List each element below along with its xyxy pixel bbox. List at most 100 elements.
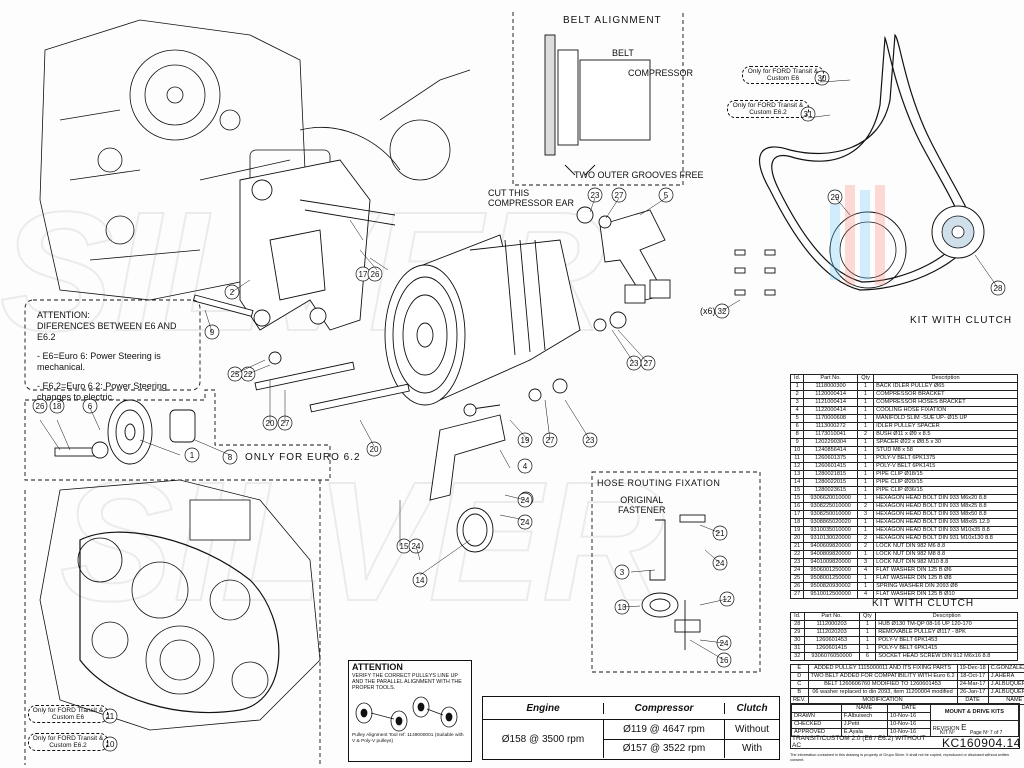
parts-cell: SPACER Ø22 x Ø8.5 x 30 xyxy=(873,438,1018,447)
clutch-cell: 32 xyxy=(790,652,805,661)
tb-name-col: NAME xyxy=(840,704,888,713)
parts-cell: 1 xyxy=(856,470,875,479)
only-for-e6-11: Only for FORD Transit & Custom E6 xyxy=(28,705,108,723)
parts-cell: 11 xyxy=(789,454,805,463)
parts-cell: 1173010041 xyxy=(803,430,858,439)
parts-cell: 24 xyxy=(789,566,805,575)
callout-number: 8 xyxy=(228,453,233,462)
callout-number: 26 xyxy=(371,270,380,279)
callout-number: 13 xyxy=(618,603,627,612)
label-outer-grooves: TWO OUTER GROOVES FREE xyxy=(574,170,704,180)
tb-drawn-name: F.Albuixech xyxy=(840,712,888,721)
clutch-cell: 1112000203 xyxy=(803,620,860,629)
parts-cell: 27 xyxy=(789,590,805,599)
parts-cell: 1 xyxy=(856,390,875,399)
copyright-note: The information contained in this drawin… xyxy=(790,753,1010,762)
revision-cell: 26-Jan-17 xyxy=(956,688,989,697)
parts-cell: 4 xyxy=(856,566,875,575)
callout-number: 5 xyxy=(664,191,669,200)
tb-title: TRANSIT/CUSTOM 2.0 (E6 / E6.2) WITHOUT A… xyxy=(792,735,926,749)
compressor-bracket-drawing xyxy=(239,159,396,331)
callout-number: 15 xyxy=(400,542,409,551)
parts-cell: 17 xyxy=(789,510,805,519)
parts-cell: PIPE CLIP Ø18/15 xyxy=(873,470,1018,479)
parts-cell: 6 xyxy=(789,422,805,431)
label-cut-compressor-ear: CUT THIS COMPRESSOR EAR xyxy=(488,188,575,208)
parts-cell: 21 xyxy=(789,542,805,551)
parts-cell: 2 xyxy=(856,534,875,543)
callout-number: 24 xyxy=(521,496,530,505)
parts-cell: 1240856414 xyxy=(803,446,858,455)
attention-line1: DIFERENCES BETWEEN E6 AND E6.2 xyxy=(37,321,177,342)
tb-drawn: DRAWN xyxy=(791,712,842,721)
perf-clutch2: With xyxy=(742,743,762,754)
attention-box: ATTENTION VERIFY THE CORRECT PULLEYS LIN… xyxy=(348,660,472,762)
parts-cell: 1280022015 xyxy=(803,478,858,487)
parts-cell: COMPRESSOR BRACKET xyxy=(873,390,1018,399)
parts-cell: PIPE CLIP Ø20/15 xyxy=(873,478,1018,487)
parts-cell: 3 xyxy=(856,558,875,567)
clutch-cell: SOCKET HEAD SCREW DIN 912 M6x16 8.8 xyxy=(875,652,1018,661)
parts-header-3: Description xyxy=(873,374,1018,383)
parts-cell: 9401009820000 xyxy=(803,558,858,567)
label-hose-routing: HOSE ROUTING FIXATION xyxy=(597,478,721,488)
parts-cell: 9400609820000 xyxy=(803,542,858,551)
parts-cell: 1170000608 xyxy=(803,414,858,423)
callout-number: 19 xyxy=(521,436,530,445)
tb-checked-name: J.Petit xyxy=(840,720,888,729)
perf-clutch1: Without xyxy=(725,720,779,740)
revision-cell: E xyxy=(790,664,809,673)
parts-cell: 8 xyxy=(789,430,805,439)
attention-bullet2: - E6.2=Euro 6.2: Power Steering changes … xyxy=(37,381,167,402)
callout-number: 2 xyxy=(230,288,235,297)
parts-cell: 1 xyxy=(856,398,875,407)
parts-cell: POLY-V BELT 6PK1415 xyxy=(873,462,1018,471)
revision-cell: 06 washer replaced to din 2093, item 112… xyxy=(807,688,958,697)
tb-category: MOUNT & DRIVE KITS xyxy=(929,704,1020,721)
parts-cell: 26 xyxy=(789,582,805,591)
attention-note: ATTENTION: DIFERENCES BETWEEN E6 AND E6.… xyxy=(37,310,197,403)
tb-checked: CHECKED xyxy=(791,720,842,729)
tb-checked-date: 10-Nov-16 xyxy=(886,720,931,729)
clutch-cell: 30 xyxy=(790,636,805,645)
parts-cell: 1 xyxy=(856,422,875,431)
revision-cell: B xyxy=(790,688,809,697)
callout-number: 20 xyxy=(266,419,275,428)
perf-header-engine: Engine xyxy=(526,702,560,714)
callout-number: 26 xyxy=(36,402,45,411)
callout-circle xyxy=(658,187,674,203)
only-for-e62-31: Only for FORD Transit & Custom E6.2 xyxy=(727,100,809,118)
perf-header-clutch: Clutch xyxy=(724,702,779,714)
callout-number: 12 xyxy=(723,595,732,604)
parts-cell: 3 xyxy=(856,510,875,519)
parts-cell: 19 xyxy=(789,526,805,535)
label-x6: (x6) xyxy=(700,306,716,316)
clutch-cell: POLY-V BELT 6PK1415 xyxy=(875,644,1018,653)
tb-approved-date: 10-Nov-16 xyxy=(886,728,931,737)
tb-revision: E xyxy=(961,723,967,732)
callout-circle xyxy=(587,187,603,203)
parts-cell: 1122000414 xyxy=(803,406,858,415)
parts-cell: LOCK NUT DIN 982 M10 8.8 xyxy=(873,558,1018,567)
perf-engine: Ø158 @ 3500 rpm xyxy=(501,733,585,745)
parts-cell: 2 xyxy=(789,390,805,399)
callout-circle xyxy=(517,514,533,530)
performance-table: Engine Compressor Clutch Ø158 @ 3500 rpm… xyxy=(482,696,780,760)
parts-cell: 1 xyxy=(856,518,875,527)
clutch-cell: REMOVABLE PULLEY Ø117 - 8PK xyxy=(875,628,1018,637)
revision-cell: TWO BELT ADDED FOR COMPATIBILITY WITH Eu… xyxy=(807,672,958,681)
leader-lines xyxy=(39,79,999,661)
callout-number: 21 xyxy=(716,529,725,538)
callout-circle xyxy=(32,398,48,414)
